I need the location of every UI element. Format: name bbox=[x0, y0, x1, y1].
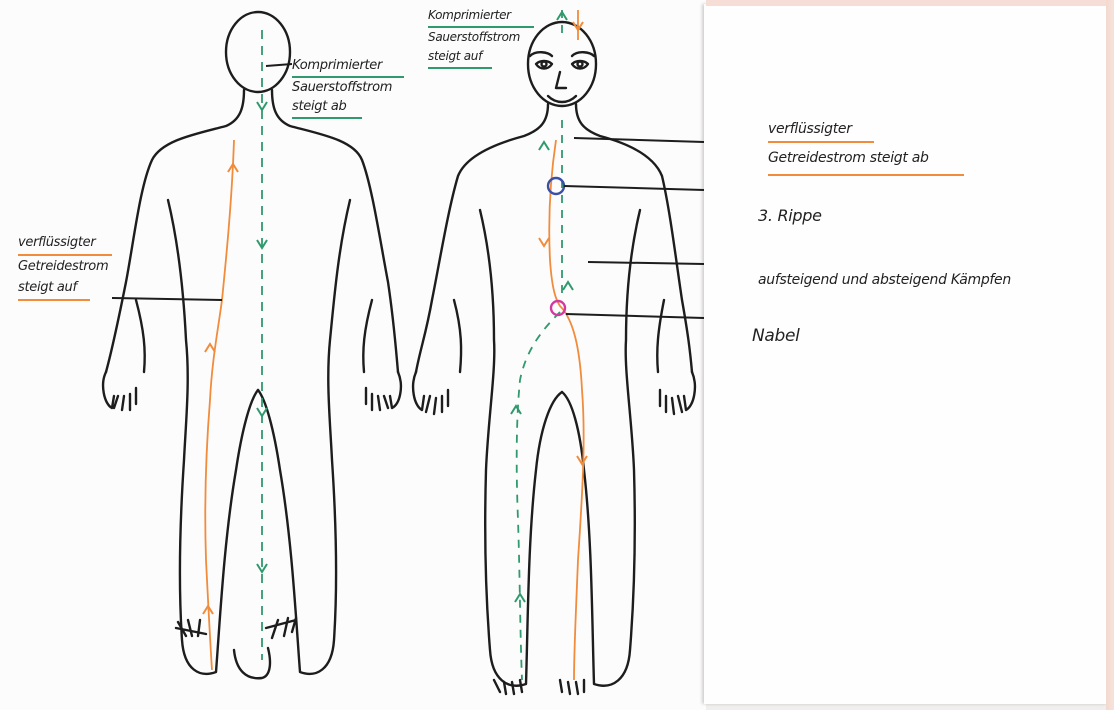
back-orange-arrows bbox=[203, 164, 238, 614]
note-liquefied-stream: verflüssigter Getreidestrom steigt ab bbox=[768, 118, 964, 176]
back-left-label-line3: steigt auf bbox=[18, 277, 90, 301]
note-ascending-descending: aufsteigend und absteigend Kämpfen bbox=[758, 272, 1011, 288]
back-orange-channel bbox=[205, 140, 234, 670]
back-top-label-line3: steigt ab bbox=[292, 97, 362, 119]
back-top-label-line2: Sauerstoffstrom bbox=[292, 78, 404, 97]
front-top-label: Komprimierter Sauerstoffstrom steigt auf bbox=[428, 6, 534, 69]
back-top-label: Komprimierter Sauerstoffstrom steigt ab bbox=[292, 56, 404, 119]
back-left-label-line1: verflüssigter bbox=[18, 232, 112, 256]
note-third-rib: 3. Rippe bbox=[758, 206, 822, 225]
front-green-arrows bbox=[511, 12, 573, 602]
front-top-label-line2: Sauerstoffstrom bbox=[428, 28, 534, 47]
note-line1b: Getreidestrom steigt ab bbox=[768, 143, 964, 176]
back-left-label-line2: Getreidestrom bbox=[18, 256, 112, 277]
note-navel: Nabel bbox=[752, 326, 800, 346]
leader-lines bbox=[112, 64, 704, 318]
front-top-label-line1: Komprimierter bbox=[428, 6, 534, 28]
front-body-outline bbox=[413, 22, 695, 694]
front-top-label-line3: steigt auf bbox=[428, 47, 492, 69]
back-left-label: verflüssigter Getreidestrom steigt auf bbox=[18, 232, 112, 301]
back-top-label-line1: Komprimierter bbox=[292, 56, 404, 78]
note-line1a: verflüssigter bbox=[768, 118, 874, 143]
front-orange-channel bbox=[549, 10, 583, 680]
front-green-dashed-channel bbox=[517, 10, 562, 680]
